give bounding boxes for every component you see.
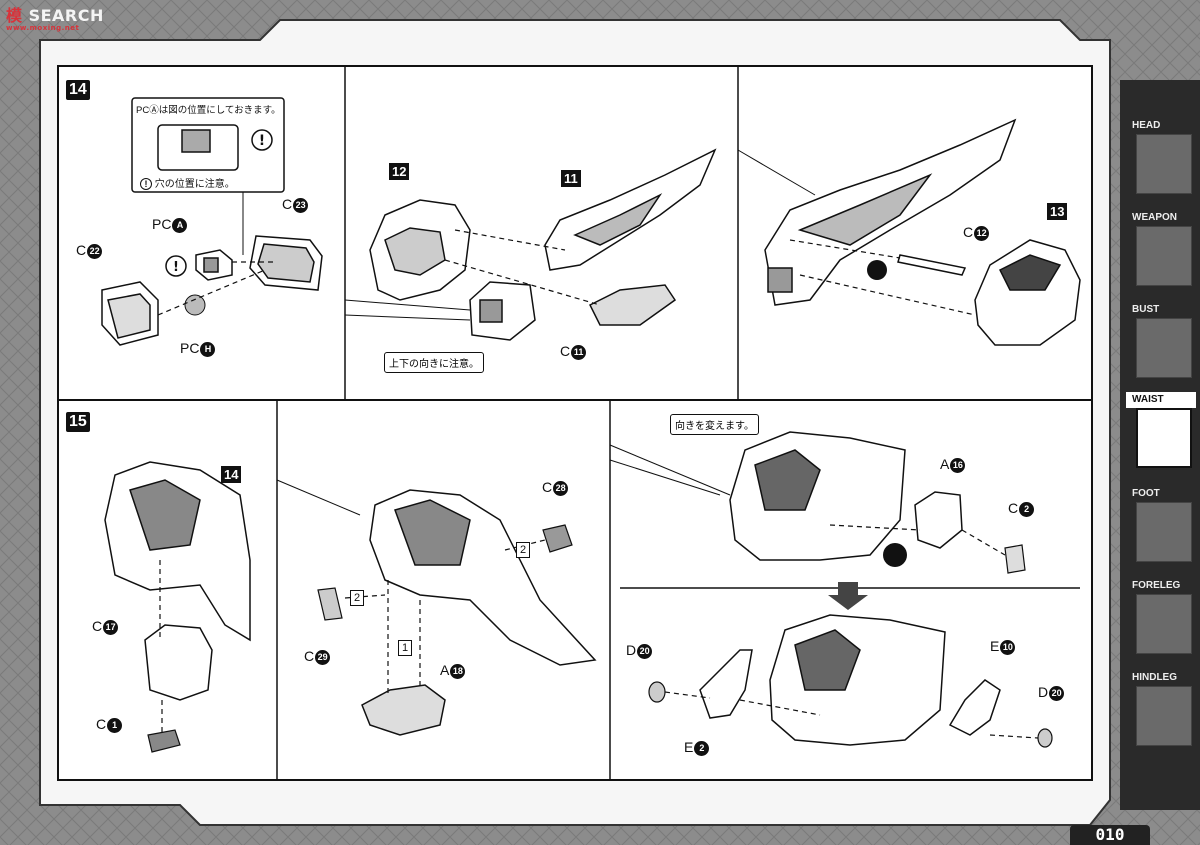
part-e2-drawing [699, 649, 753, 719]
part-pc-h-drawing [184, 294, 206, 316]
nav-weapon-thumb [1136, 226, 1192, 286]
svg-text:!: ! [259, 133, 265, 149]
assembly-15c-bottom-drawing [769, 614, 946, 746]
nav-bust[interactable]: BUST [1126, 302, 1196, 378]
note-hole-text: 穴の位置に注意。 [154, 179, 235, 190]
part-c22-drawing [101, 281, 159, 346]
nav-waist[interactable]: WAIST [1126, 392, 1196, 468]
label-part-12: 12 [389, 163, 410, 180]
part-d20-right-drawing [1037, 728, 1053, 748]
part-d20-left-drawing [648, 681, 666, 703]
label-part-11: 11 [561, 170, 581, 187]
part-c29-drawing [317, 587, 343, 621]
nav-foot-label: FOOT [1132, 488, 1160, 499]
note-turn: 向きを変えます。 [670, 414, 759, 435]
nav-hindleg-thumb [1136, 686, 1192, 746]
label-part-14: 14 [221, 466, 242, 483]
page-number: 010 [1070, 825, 1150, 845]
assembly-15b-drawing [369, 489, 597, 666]
note-pc-position: PCⒶは図の位置にしておきます。 [136, 105, 281, 116]
nav-foreleg-label: FORELEG [1132, 580, 1181, 591]
assembly-15c-top-drawing [729, 431, 906, 561]
down-arrow-icon [828, 582, 868, 610]
part-c28-drawing [542, 524, 573, 553]
part-a18-drawing [361, 684, 446, 736]
part-center-block [469, 281, 536, 341]
nav-weapon[interactable]: WEAPON [1126, 210, 1196, 286]
nav-bust-label: BUST [1132, 304, 1160, 315]
part-c1-drawing [147, 729, 181, 753]
seq-2-right: 2 [516, 542, 530, 558]
nav-waist-label: WAIST [1126, 392, 1196, 408]
watermark-prefix: 模 [6, 6, 23, 25]
part-pc-a-drawing [195, 249, 233, 281]
watermark-main: SEARCH [28, 6, 104, 25]
nav-foot-thumb [1136, 502, 1192, 562]
assembly-14-drawing [764, 118, 1017, 306]
note-updown: 上下の向きに注意。 [384, 352, 484, 373]
watermark: 模 SEARCH www.moxing.net [6, 2, 104, 32]
note-hole-position: ! 穴の位置に注意。 [140, 175, 235, 190]
step-15-number: 15 [66, 412, 90, 432]
nav-head-label: HEAD [1132, 120, 1161, 131]
part-11-drawing [544, 148, 717, 271]
part-c23-drawing [249, 235, 323, 291]
nav-foreleg-thumb [1136, 594, 1192, 654]
nav-foot[interactable]: FOOT [1126, 486, 1196, 562]
watermark-url: www.moxing.net [6, 24, 80, 32]
nav-head-thumb [1136, 134, 1192, 194]
nav-waist-thumb [1136, 408, 1192, 468]
assembly-15a-drawing [104, 461, 251, 642]
part-c12-pin [897, 254, 967, 276]
nav-weapon-label: WEAPON [1132, 212, 1177, 223]
part-c2-drawing [1004, 544, 1026, 574]
nav-bust-thumb [1136, 318, 1192, 378]
nav-hindleg[interactable]: HINDLEG [1126, 670, 1196, 746]
nav-hindleg-label: HINDLEG [1132, 672, 1177, 683]
label-part-13: 13 [1047, 203, 1068, 220]
seq-1: 1 [398, 640, 412, 656]
seq-2-left: 2 [350, 590, 364, 606]
nav-head[interactable]: HEAD [1126, 118, 1196, 194]
part-13-drawing [974, 239, 1081, 346]
nav-foreleg[interactable]: FORELEG [1126, 578, 1196, 654]
part-c11-drawing [588, 284, 677, 326]
step-14-number: 14 [66, 80, 90, 100]
svg-text:!: ! [173, 260, 179, 275]
part-12-drawing [369, 199, 471, 301]
note-diagram: ! [157, 124, 273, 171]
part-c17-drawing [144, 624, 213, 701]
part-e10-drawing [948, 679, 1001, 736]
